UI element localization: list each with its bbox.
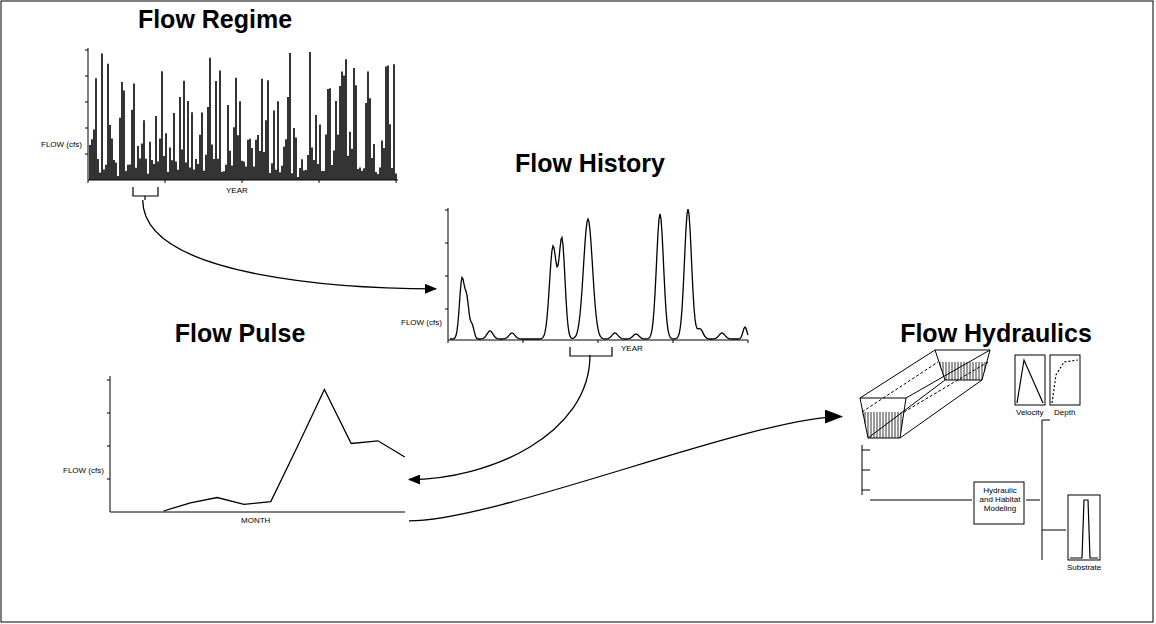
flow-arrow: [143, 200, 436, 289]
bracket: [570, 347, 612, 356]
axis-label: Depth: [1053, 408, 1076, 417]
history-chart: [445, 208, 748, 356]
axis-label: Velocity: [1015, 408, 1045, 417]
axis-label: FLOW (cfs): [62, 466, 105, 475]
pulse-chart: [107, 376, 405, 512]
axis-label: FLOW (cfs): [40, 140, 83, 149]
panel-title: Flow Hydraulics: [842, 318, 1150, 348]
panel-title: Flow History: [436, 148, 744, 178]
panel-node: Flow Regime: [76, 4, 354, 200]
flow-arrow: [409, 417, 842, 521]
bracket: [133, 187, 158, 200]
axis-label: MONTH: [240, 516, 271, 525]
panel-node: Flow Hydraulics: [842, 318, 1150, 608]
regime-chart: [85, 48, 398, 200]
panel-node: Flow Pulse: [71, 318, 409, 525]
hydraulics-illustration: [860, 350, 1100, 560]
process-note: Hydraulic and Habitat Modeling: [976, 486, 1024, 513]
axis-label: YEAR: [225, 186, 249, 195]
axis-label: YEAR: [620, 344, 644, 353]
panel-title: Flow Regime: [76, 4, 354, 34]
flow-arrow: [409, 355, 590, 480]
axis-label: FLOW (cfs): [400, 318, 443, 327]
panel-node: Flow History: [436, 148, 744, 355]
axis-label: Substrate: [1066, 563, 1102, 572]
panel-title: Flow Pulse: [71, 318, 409, 348]
